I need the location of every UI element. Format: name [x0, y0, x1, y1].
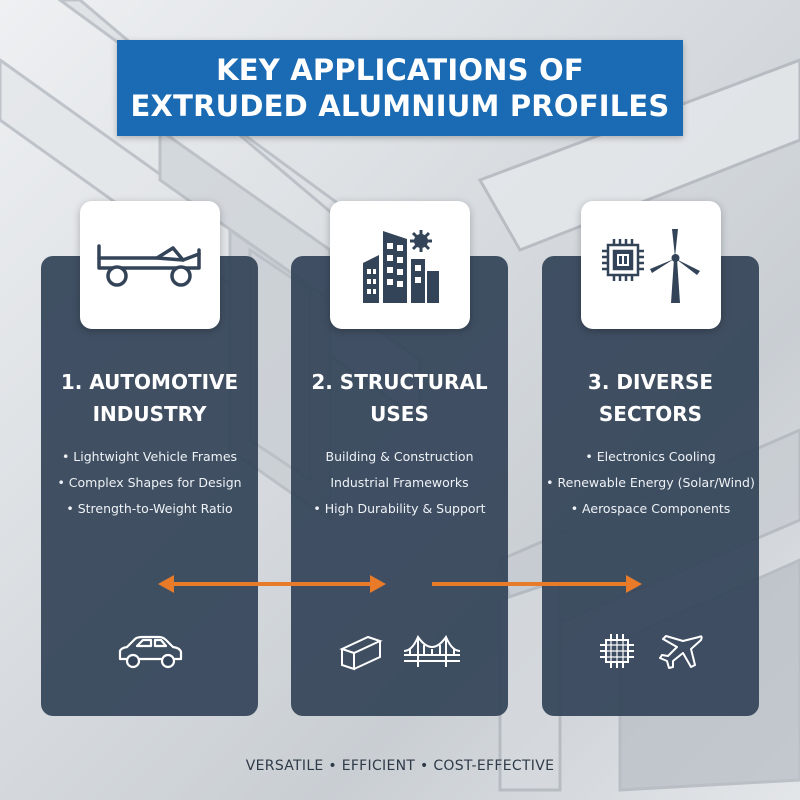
- bottom-icons: [41, 626, 258, 676]
- bullet-list: Electronics Cooling Renewable Energy (So…: [542, 444, 759, 522]
- car-icon: [118, 635, 182, 669]
- title-line-1: KEY APPLICATIONS OF: [216, 53, 584, 87]
- footer-item: VERSATILE: [245, 758, 324, 774]
- panel-title: 3. DIVERSE SECTORS: [587, 370, 714, 426]
- footer-item: COST-EFFECTIVE: [433, 758, 555, 774]
- chip-icon: [599, 634, 634, 668]
- list-item: Aerospace Components: [542, 496, 759, 522]
- list-item: Lightwight Vehicle Frames: [41, 444, 258, 470]
- list-item: Strength-to-Weight Ratio: [41, 496, 258, 522]
- list-item: High Durability & Support: [291, 496, 508, 522]
- footer-item: EFFICIENT: [341, 758, 416, 774]
- bullet-list: Building & Construction Industrial Frame…: [291, 444, 508, 522]
- icon-card-automotive: [80, 201, 220, 329]
- icon-card-structural: [330, 201, 470, 329]
- bottom-icons: [542, 626, 759, 676]
- airplane-icon: [658, 635, 703, 669]
- footer-separator: •: [420, 758, 429, 774]
- title-banner: KEY APPLICATIONS OF EXTRUDED ALUMNIUM PR…: [117, 40, 683, 136]
- bullet-list: Lightwight Vehicle Frames Complex Shapes…: [41, 444, 258, 522]
- footer-tagline: VERSATILE • EFFICIENT • COST-EFFECTIVE: [0, 758, 800, 774]
- list-item: Complex Shapes for Design: [41, 470, 258, 496]
- panel-structural: 2. STRUCTURAL USES Building & Constructi…: [291, 256, 508, 716]
- panel-diverse-sectors: 3. DIVERSE SECTORS Electronics Cooling R…: [542, 256, 759, 716]
- buildings-gear-icon: [363, 230, 439, 303]
- footer-separator: •: [328, 758, 337, 774]
- list-item: Electronics Cooling: [542, 444, 759, 470]
- title-line-2: EXTRUDED ALUMNIUM PROFILES: [130, 89, 670, 123]
- list-item: Industrial Frameworks: [330, 475, 469, 490]
- car-chassis-icon: [97, 244, 201, 287]
- chip-wind-turbine-icon: [602, 229, 700, 303]
- panel-title: 1. AUTOMOTIVE INDUSTRY: [60, 370, 239, 426]
- beam-icon: [338, 635, 383, 671]
- list-item: Renewable Energy (Solar/Wind): [542, 470, 759, 496]
- list-item: Building & Construction: [325, 449, 474, 464]
- bottom-icons: [291, 626, 508, 676]
- panel-automotive: 1. AUTOMOTIVE INDUSTRY Lightwight Vehicl…: [41, 256, 258, 716]
- icon-card-diverse: [581, 201, 721, 329]
- bridge-icon: [403, 634, 460, 667]
- panel-title: 2. STRUCTURAL USES: [311, 370, 488, 426]
